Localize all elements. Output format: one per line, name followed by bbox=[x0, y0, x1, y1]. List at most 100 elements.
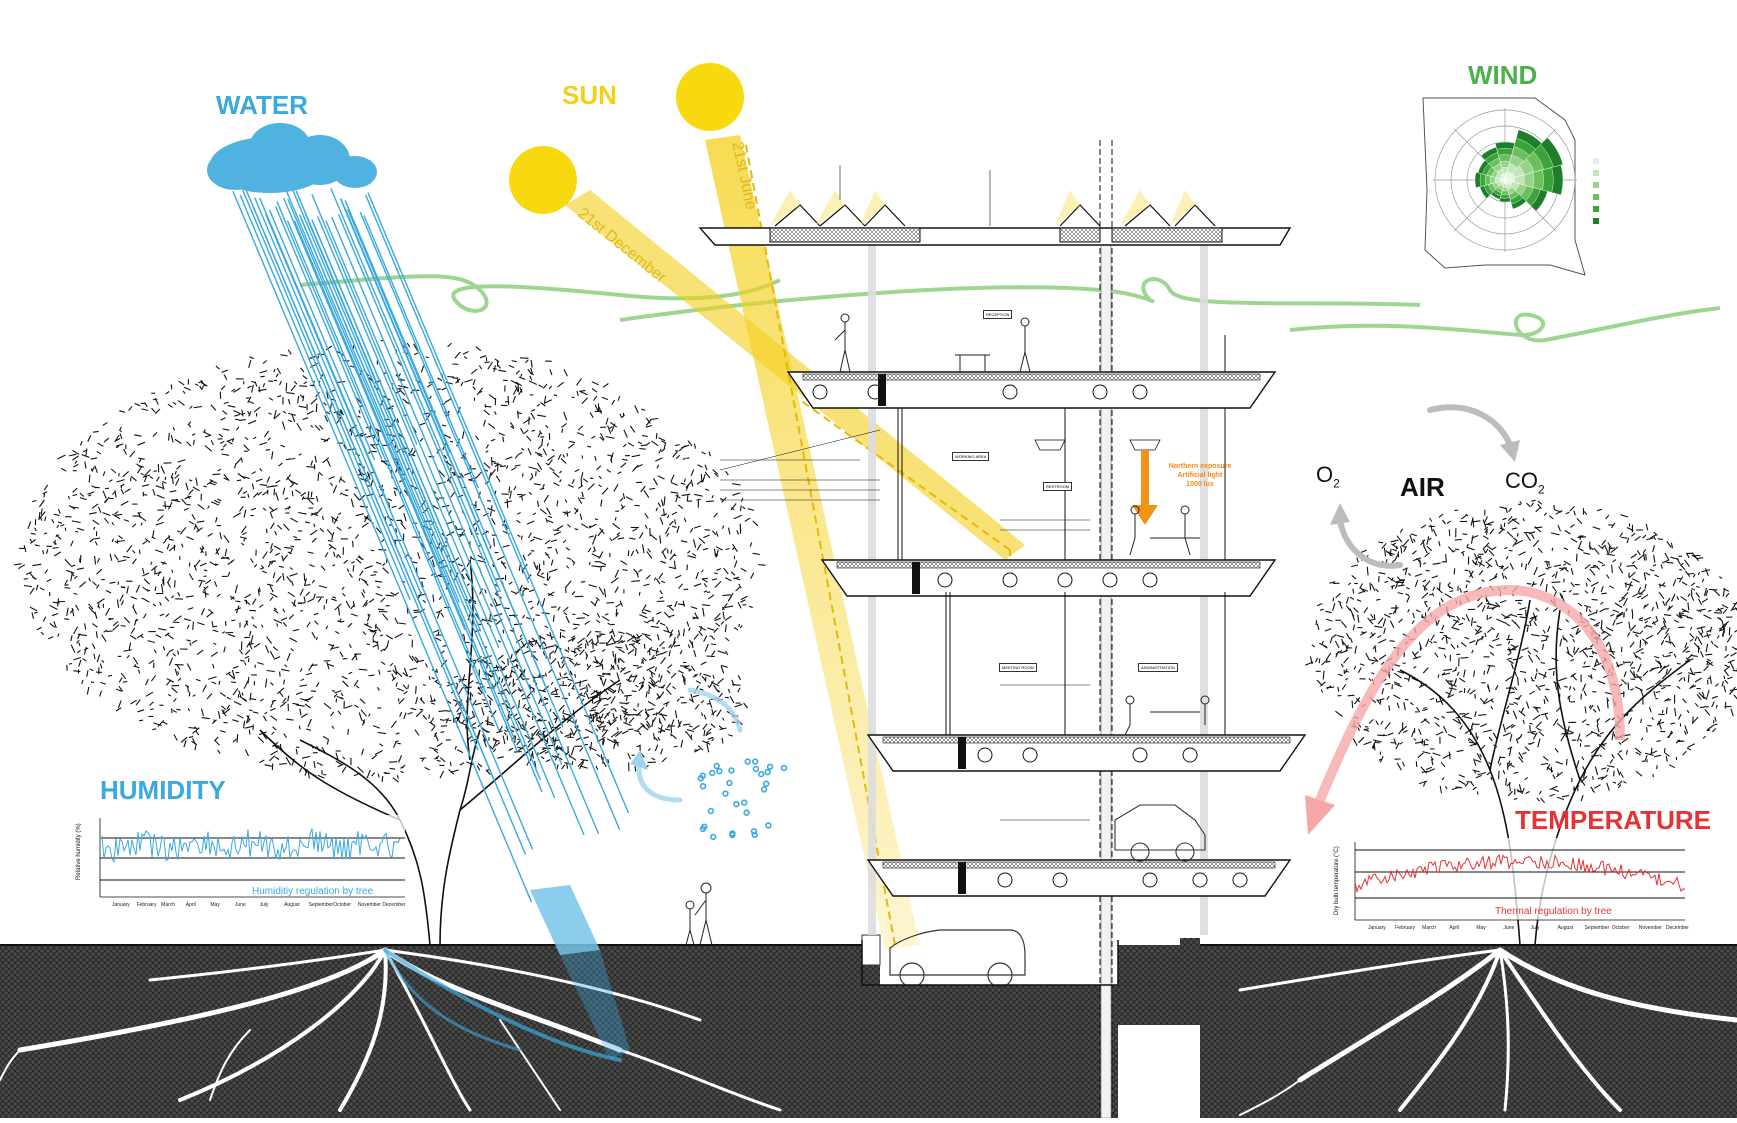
leaf-mark bbox=[1675, 708, 1676, 716]
leaf-mark bbox=[517, 741, 520, 745]
leaf-mark bbox=[1507, 658, 1512, 659]
leaf-mark bbox=[504, 730, 507, 732]
leaf-mark bbox=[1378, 636, 1382, 638]
leaf-mark bbox=[676, 455, 679, 459]
vapor-dot bbox=[729, 768, 734, 773]
leaf-mark bbox=[258, 737, 264, 743]
leaf-mark bbox=[283, 622, 286, 626]
leaf-mark bbox=[196, 730, 199, 735]
leaf-mark bbox=[1566, 620, 1569, 622]
leaf-mark bbox=[238, 487, 242, 494]
leaf-mark bbox=[1600, 733, 1604, 734]
leaf-mark bbox=[1419, 729, 1422, 735]
leaf-mark bbox=[1553, 719, 1558, 726]
leaf-mark bbox=[591, 436, 595, 439]
leaf-mark bbox=[1646, 524, 1648, 531]
leaf-mark bbox=[1725, 654, 1729, 657]
leaf-mark bbox=[473, 387, 476, 390]
leaf-mark bbox=[599, 698, 607, 699]
leaf-mark bbox=[189, 480, 192, 481]
leaf-mark bbox=[378, 549, 386, 550]
leaf-mark bbox=[1369, 719, 1373, 723]
leaf-mark bbox=[91, 469, 92, 472]
leaf-mark bbox=[1502, 573, 1504, 579]
tree-canopy-left bbox=[14, 341, 766, 783]
leaf-mark bbox=[1359, 737, 1365, 743]
leaf-mark bbox=[335, 604, 341, 610]
vapor-dot bbox=[766, 823, 771, 828]
leaf-mark bbox=[582, 492, 583, 497]
leaf-mark bbox=[509, 682, 511, 686]
leaf-mark bbox=[1391, 585, 1395, 587]
leaf-mark bbox=[514, 624, 522, 625]
leaf-mark bbox=[44, 493, 45, 497]
leaf-mark bbox=[719, 726, 723, 729]
leaf-mark bbox=[426, 663, 428, 667]
leaf-mark bbox=[253, 625, 257, 628]
month-tick-label: February bbox=[137, 902, 157, 908]
leaf-mark bbox=[1634, 652, 1637, 658]
parking-car bbox=[1115, 805, 1205, 861]
leaf-mark bbox=[1514, 772, 1519, 773]
leaf-mark bbox=[661, 448, 665, 451]
leaf-mark bbox=[224, 647, 226, 653]
leaf-mark bbox=[577, 664, 581, 665]
leaf-mark bbox=[653, 478, 657, 485]
leaf-mark bbox=[547, 547, 552, 548]
leaf-mark bbox=[1553, 608, 1558, 612]
leaf-mark bbox=[668, 665, 673, 669]
leaf-mark bbox=[105, 497, 110, 503]
leaf-mark bbox=[103, 491, 106, 499]
leaf-mark bbox=[604, 705, 609, 706]
leaf-mark bbox=[1496, 633, 1499, 638]
leaf-mark bbox=[178, 678, 181, 681]
leaf-mark bbox=[374, 641, 377, 643]
rain-streak bbox=[312, 220, 454, 559]
leaf-mark bbox=[1457, 616, 1460, 620]
leaf-mark bbox=[616, 731, 619, 733]
leaf-mark bbox=[1317, 680, 1322, 685]
leaf-mark bbox=[1508, 761, 1510, 764]
leaf-mark bbox=[677, 526, 679, 533]
leaf-mark bbox=[1597, 736, 1601, 737]
leaf-mark bbox=[1523, 720, 1524, 724]
leaf-mark bbox=[597, 754, 601, 757]
leaf-mark bbox=[271, 523, 275, 529]
leaf-mark bbox=[694, 526, 701, 528]
leaf-mark bbox=[498, 370, 506, 371]
month-tick-label: April bbox=[186, 902, 196, 908]
leaf-mark bbox=[479, 366, 482, 370]
leaf-mark bbox=[1586, 732, 1593, 737]
leaf-mark bbox=[1663, 655, 1665, 657]
leaf-mark bbox=[560, 630, 565, 631]
leaf-mark bbox=[1514, 687, 1517, 690]
leaf-mark bbox=[188, 608, 193, 610]
leaf-mark bbox=[1722, 681, 1723, 686]
leaf-mark bbox=[39, 500, 44, 507]
leaf-mark bbox=[484, 703, 488, 704]
leaf-mark bbox=[208, 609, 213, 613]
room-tag: ADMINISTRATION bbox=[1138, 663, 1178, 672]
leaf-mark bbox=[258, 492, 262, 495]
leaf-mark bbox=[1552, 582, 1561, 583]
leaf-mark bbox=[75, 531, 78, 532]
leaf-mark bbox=[134, 666, 139, 668]
leaf-mark bbox=[607, 643, 616, 645]
leaf-mark bbox=[1501, 614, 1505, 617]
leaf-mark bbox=[40, 588, 44, 590]
leaf-mark bbox=[1389, 552, 1390, 555]
leaf-mark bbox=[1542, 644, 1543, 650]
leaf-mark bbox=[578, 638, 585, 643]
rain-streak bbox=[305, 213, 481, 631]
leaf-mark bbox=[196, 679, 201, 681]
leaf-mark bbox=[1518, 504, 1521, 505]
leaf-mark bbox=[1605, 719, 1610, 723]
leaf-mark bbox=[423, 600, 426, 603]
leaf-mark bbox=[1601, 768, 1606, 769]
leaf-mark bbox=[138, 670, 139, 674]
leaf-mark bbox=[1703, 736, 1706, 738]
leaf-mark bbox=[85, 462, 86, 469]
slab-finish bbox=[803, 374, 1260, 380]
leaf-mark bbox=[1351, 565, 1358, 567]
leaf-mark bbox=[645, 610, 651, 612]
